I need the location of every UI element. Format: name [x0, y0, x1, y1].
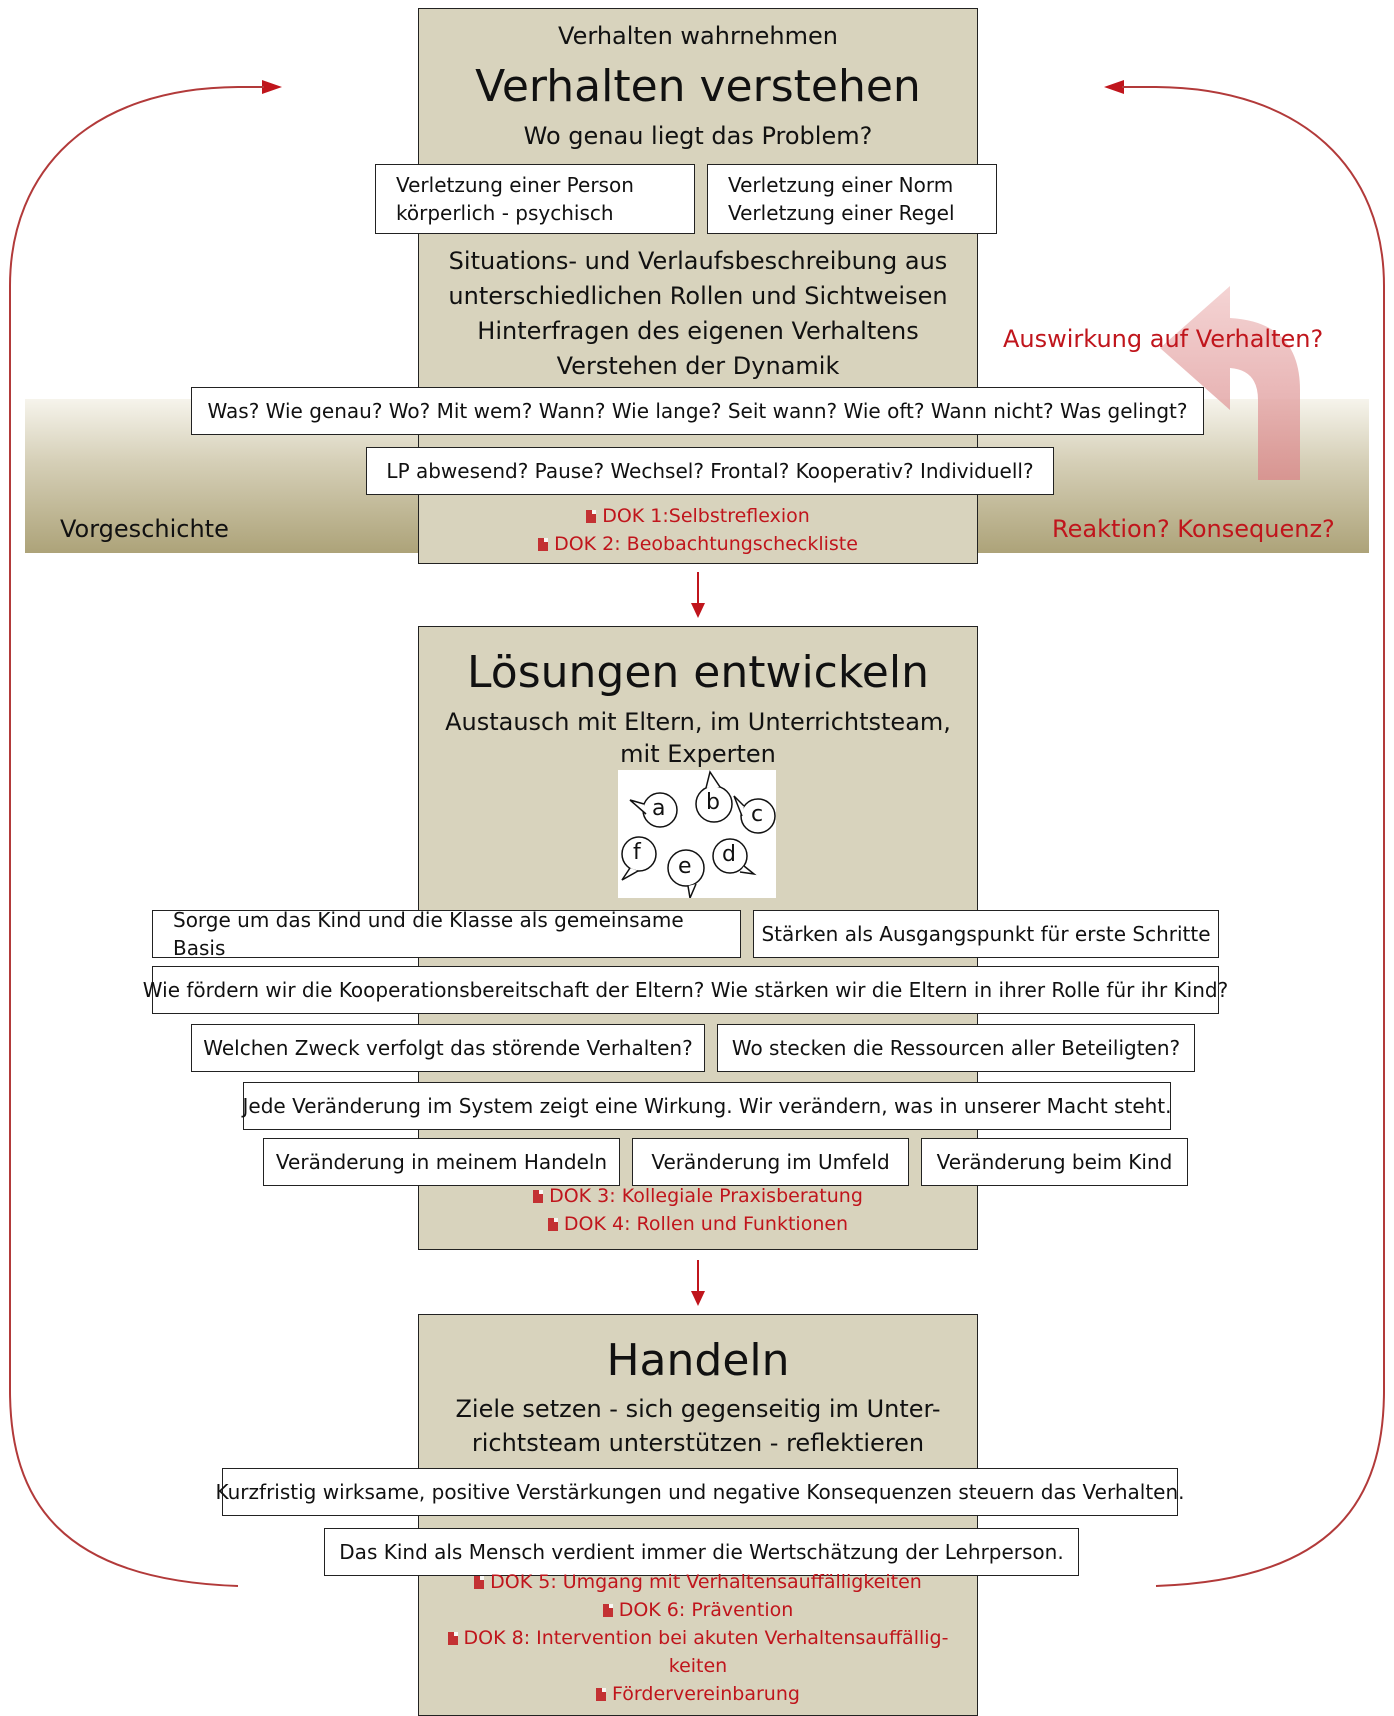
subtitle-line: Austausch mit Eltern, im Unterrichtsteam… [445, 708, 951, 736]
description-line: Situations- und Verlaufsbeschreibung aus [448, 247, 948, 275]
box-person-line2: körperlich - psychisch [396, 201, 614, 225]
box-zweck: Welchen Zweck verfolgt das störende Verh… [191, 1024, 705, 1072]
label-auswirkung: Auswirkung auf Verhalten? [1003, 325, 1324, 353]
left-cycle-arrowhead [262, 80, 282, 94]
links-section3: DOK 5: Umgang mit Verhaltensauffälligkei… [418, 1568, 978, 1708]
left-cycle-arc [9, 86, 239, 1587]
arrow-down-icon [691, 1291, 705, 1306]
box-norm-line1: Verletzung einer Norm [728, 173, 954, 197]
box-staerken: Stärken als Ausgangspunkt für erste Schr… [753, 910, 1219, 958]
description-line: Verstehen der Dynamik [556, 352, 840, 380]
link-dok2-label: DOK 2: Beobachtungscheckliste [554, 533, 858, 555]
subtitle-line: Ziele setzen - sich gegenseitig im Unter… [455, 1395, 941, 1423]
right-cycle-arc [1155, 86, 1385, 1587]
bubble-d: d [722, 842, 736, 867]
link-dok1-label: DOK 1:Selbstreflexion [602, 505, 810, 527]
box-ressourcen: Wo stecken die Ressourcen aller Beteilig… [717, 1024, 1195, 1072]
subtitle-line: richtsteam unterstützen - reflektieren [471, 1429, 925, 1457]
bubble-f: f [633, 840, 641, 865]
link-dok8[interactable]: DOK 8: Intervention bei akuten Verhalten… [418, 1624, 978, 1652]
document-icon [447, 1632, 458, 1645]
box-person-line1: Verletzung einer Person [396, 173, 634, 197]
bubble-c: c [751, 802, 764, 827]
title-verstehen: Verhalten verstehen [475, 61, 921, 112]
link-dok1[interactable]: DOK 1:Selbstreflexion [418, 502, 978, 530]
document-icon [547, 1218, 558, 1231]
links-section2: DOK 3: Kollegiale Praxisberatung DOK 4: … [418, 1182, 978, 1238]
box-veraenderung-umfeld: Veränderung im Umfeld [632, 1138, 909, 1186]
small-title: Verhalten wahrnehmen [558, 22, 838, 50]
link-dok3[interactable]: DOK 3: Kollegiale Praxisberatung [418, 1182, 978, 1210]
document-icon [533, 1190, 544, 1203]
box-wertschaetzung: Das Kind als Mensch verdient immer die W… [324, 1528, 1079, 1576]
right-cycle-arrowhead [1104, 80, 1124, 94]
description-line: unterschiedlichen Rollen und Sichtweisen [448, 282, 948, 310]
subtitle-ziele: Ziele setzen - sich gegenseitig im Unter… [418, 1392, 978, 1460]
box-sorge: Sorge um das Kind und die Klasse als gem… [152, 908, 741, 960]
title-loesungen: Lösungen entwickeln [467, 647, 929, 698]
document-icon [538, 538, 549, 551]
document-icon [596, 1688, 607, 1701]
document-icon [474, 1576, 485, 1589]
link-dok6-label: DOK 6: Prävention [618, 1599, 794, 1621]
description-line: Hinterfragen des eigenen Verhaltens [477, 317, 919, 345]
document-icon [602, 1604, 613, 1617]
links-section1: DOK 1:Selbstreflexion DOK 2: Beobachtung… [418, 502, 978, 558]
link-dok5[interactable]: DOK 5: Umgang mit Verhaltensauffälligkei… [418, 1568, 978, 1596]
description-block: Situations- und Verlaufsbeschreibung aus… [418, 244, 978, 384]
link-dok6[interactable]: DOK 6: Prävention [418, 1596, 978, 1624]
box-eltern: Wie fördern wir die Kooperationsbereitsc… [143, 966, 1228, 1014]
arrow-down-icon [691, 603, 705, 618]
box-verstaerkung: Kurzfristig wirksame, positive Verstärku… [216, 1468, 1185, 1516]
link-dok8-continued[interactable]: keiten [668, 1655, 728, 1677]
box-verletzung-norm: Verletzung einer Norm Verletzung einer R… [707, 164, 997, 234]
bubble-e: e [678, 854, 692, 879]
bubble-a: a [652, 796, 666, 821]
speech-bubbles-icon: a b c d e f [618, 770, 776, 898]
link-dok4[interactable]: DOK 4: Rollen und Funktionen [418, 1210, 978, 1238]
subtitle-line: mit Experten [620, 740, 776, 768]
link-dok4-label: DOK 4: Rollen und Funktionen [563, 1213, 849, 1235]
bubble-b: b [706, 790, 720, 815]
box-questions: Was? Wie genau? Wo? Mit wem? Wann? Wie l… [191, 387, 1204, 435]
link-dok5-label: DOK 5: Umgang mit Verhaltensauffälligkei… [490, 1571, 922, 1593]
box-verletzung-person: Verletzung einer Person körperlich - psy… [375, 164, 695, 234]
link-foerdervereinbarung[interactable]: Fördervereinbarung [418, 1680, 978, 1708]
box-system: Jede Veränderung im System zeigt eine Wi… [243, 1082, 1172, 1130]
label-vorgeschichte: Vorgeschichte [60, 515, 229, 543]
subtitle-problem: Wo genau liegt das Problem? [523, 122, 873, 150]
link-dok2[interactable]: DOK 2: Beobachtungscheckliste [418, 530, 978, 558]
box-veraenderung-handeln: Veränderung in meinem Handeln [263, 1138, 620, 1186]
link-dok8-label: DOK 8: Intervention bei akuten Verhalten… [463, 1627, 949, 1649]
document-icon [586, 510, 597, 523]
label-reaktion: Reaktion? Konsequenz? [1052, 515, 1335, 543]
subtitle-austausch: Austausch mit Eltern, im Unterrichtsteam… [418, 706, 978, 770]
box-norm-line2: Verletzung einer Regel [728, 201, 955, 225]
link-dok3-label: DOK 3: Kollegiale Praxisberatung [549, 1185, 863, 1207]
title-handeln: Handeln [606, 1335, 790, 1386]
link-foerder-label: Fördervereinbarung [612, 1683, 800, 1705]
box-context: LP abwesend? Pause? Wechsel? Frontal? Ko… [366, 447, 1054, 495]
box-veraenderung-kind: Veränderung beim Kind [921, 1138, 1188, 1186]
